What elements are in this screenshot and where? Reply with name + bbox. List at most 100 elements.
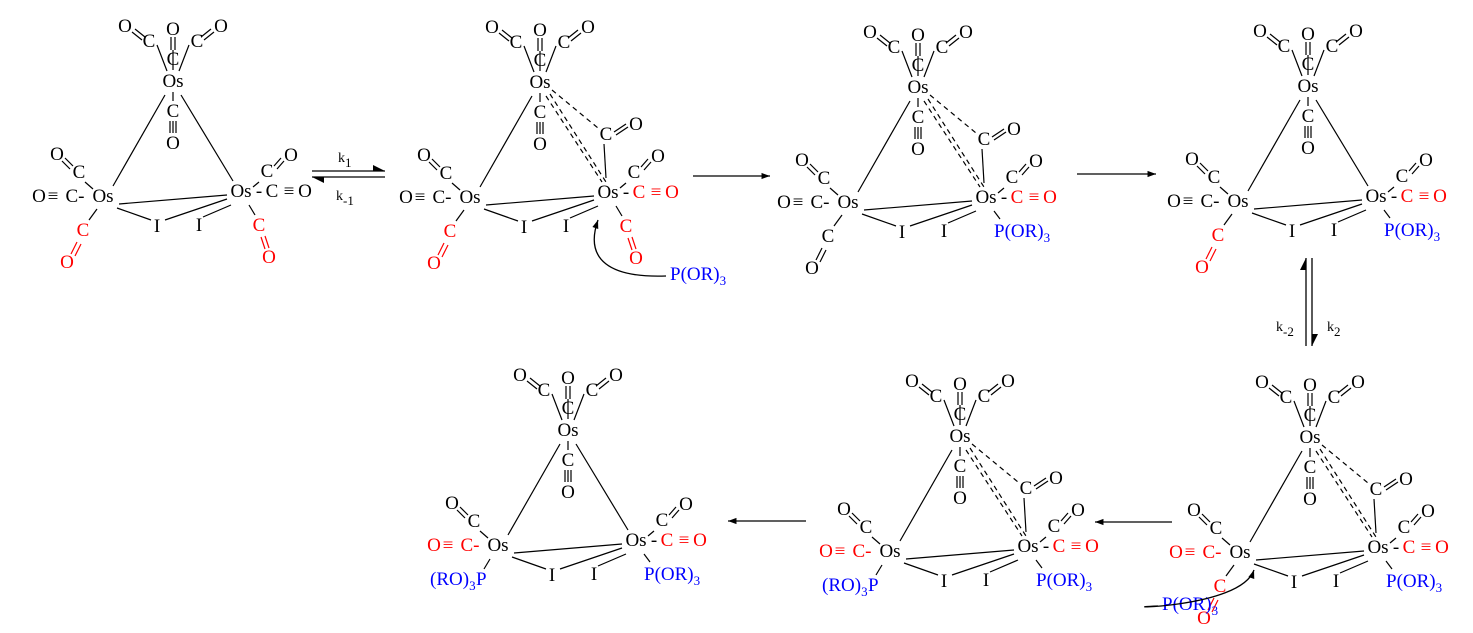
co-oxygen: O [533, 134, 547, 155]
apical-os-atom: Os [949, 426, 970, 447]
co-oxygen: O [427, 535, 441, 556]
co-double-bond [1411, 165, 1420, 175]
os-c-bond [871, 536, 881, 545]
co-double-bond [1060, 512, 1069, 522]
os-c-bond [965, 399, 977, 427]
co-double-bond [918, 386, 930, 396]
co-carbon: C [1304, 457, 1317, 478]
os-i-bond [951, 553, 1015, 576]
co-oxygen: O [1351, 372, 1365, 393]
co-oxygen: O [485, 17, 499, 38]
co-carbon: C- [853, 541, 872, 562]
left-os-atom: Os [92, 186, 113, 207]
os-p-bond [1035, 559, 1043, 569]
left-os-atom: Os [1229, 542, 1250, 563]
bridging-iodide: I [154, 216, 160, 237]
co-double-bond [134, 28, 146, 38]
os-c-bond [1291, 49, 1303, 77]
os-c-bond [573, 393, 585, 421]
co-carbon: C [628, 162, 641, 183]
os-c-bond [615, 205, 623, 217]
os-c-bond [1313, 49, 1325, 77]
co-double-bond [1268, 387, 1280, 397]
co-oxygen: O [1185, 149, 1199, 170]
os-os-dashed-bond [923, 100, 981, 188]
os-c-bond [156, 44, 168, 72]
os-os-bond [857, 100, 911, 193]
left-phosphite-ligand: (RO)3 [430, 569, 476, 593]
bridging-iodide: I [1289, 221, 1295, 242]
os-i-bond [116, 207, 152, 221]
co-carbon: C [1403, 537, 1416, 558]
co-double-bond [1340, 387, 1352, 397]
co-double-bond [203, 31, 215, 41]
co-double-bond [1199, 162, 1209, 172]
co-carbon: C [620, 216, 633, 237]
co-double-bond [1271, 384, 1283, 394]
os-c-bond [833, 214, 843, 227]
reaction-arrow [1077, 170, 1156, 178]
bridging-iodide: I [941, 221, 947, 242]
os-i-bond [531, 199, 595, 222]
right-os-atom: Os [625, 530, 646, 551]
co-oxygen: O [1167, 191, 1181, 212]
co-oxygen: O [50, 144, 64, 165]
co-oxygen: O [911, 25, 925, 46]
co-oxygen: O [665, 182, 679, 203]
co-carbon: C [510, 32, 523, 53]
co-carbon: C- [1203, 542, 1222, 563]
co-double-bond [570, 32, 582, 42]
co-double-bond [631, 236, 637, 250]
os-c-bond [551, 393, 563, 421]
co-double-bond [70, 241, 78, 255]
curved-attack-arrow [593, 219, 667, 277]
bridging-iodide: I [1333, 571, 1339, 592]
co-double-bond [567, 29, 579, 39]
co-carbon: C [1011, 187, 1024, 208]
os-i-bond [1251, 212, 1287, 226]
left-os-atom: Os [879, 541, 900, 562]
co-double-bond [1198, 516, 1208, 526]
co-oxygen: O [693, 530, 707, 551]
os-c-bond [1219, 186, 1229, 195]
co-triple-bond: ≡ [415, 187, 426, 208]
co-double-bond [598, 380, 610, 390]
os-c-bond [997, 187, 1005, 194]
bridging-iodide: I [983, 570, 989, 591]
right-os-atom: Os [1017, 536, 1038, 557]
co-oxygen: O [795, 150, 809, 171]
co-double-bond [74, 243, 82, 257]
co-carbon: C [191, 31, 204, 52]
right-os-atom: Os [1367, 537, 1388, 558]
os-os-dashed-bond [927, 98, 985, 188]
co-oxygen: O [1187, 500, 1201, 521]
incoming-phosphite-ligand: P(OR)3 [1162, 594, 1218, 618]
co-carbon: C [1280, 387, 1293, 408]
left-os-atom: Os [837, 192, 858, 213]
co-double-bond [643, 161, 652, 171]
apical-os-atom: Os [1297, 76, 1318, 97]
co-oxygen: O [1085, 536, 1099, 557]
co-oxygen: O [298, 181, 312, 202]
co-carbon: C [954, 456, 967, 477]
co-double-bond [273, 157, 282, 167]
co-oxygen: O [399, 187, 413, 208]
os-c-bond: - [1393, 537, 1399, 558]
left-os-atom: Os [459, 187, 480, 208]
co-carbon: C [1302, 106, 1315, 127]
arrow-head [761, 172, 770, 180]
co-oxygen: O [1349, 21, 1363, 42]
co-double-bond [459, 506, 469, 516]
os-os-bond [485, 195, 595, 206]
os-c-bond [619, 182, 627, 189]
bridging-iodide: I [196, 215, 202, 236]
co-double-bond [437, 242, 445, 256]
co-double-bond [431, 158, 441, 168]
co-carbon: C [822, 226, 835, 247]
co-double-bond [64, 157, 74, 167]
curved-attack-arrow [1144, 569, 1255, 608]
co-carbon: C [253, 215, 266, 236]
co-double-bond [131, 31, 143, 41]
